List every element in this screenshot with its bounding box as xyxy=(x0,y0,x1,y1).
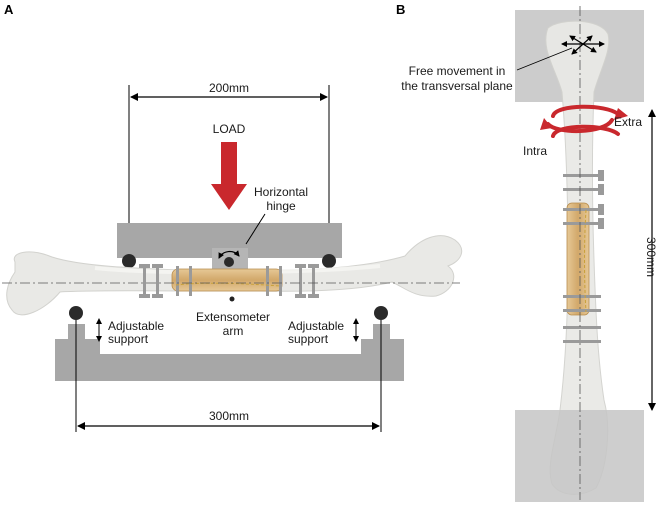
bone-plate-vertical xyxy=(566,202,590,316)
extensometer-label-line2: arm xyxy=(223,324,244,338)
adjustable-support-right-line2: support xyxy=(288,332,329,346)
extensometer-label-line1: Extensometer xyxy=(196,310,270,324)
dimension-300mm-horizontal: 300mm xyxy=(75,320,382,432)
lower-support-frame xyxy=(55,324,404,381)
adjustable-support-left-line2: support xyxy=(108,332,149,346)
bone-plate xyxy=(171,268,283,292)
plate-screws-vertical xyxy=(563,170,604,343)
dimension-200mm-label: 200mm xyxy=(209,81,249,95)
hinge-rotation-icon xyxy=(218,250,240,259)
lower-roller-right xyxy=(374,306,388,320)
bottom-clamp xyxy=(515,410,644,502)
adjustable-support-right-line1: Adjustable xyxy=(288,319,344,333)
plate-screws-left xyxy=(139,264,192,298)
free-movement-label-line2: the transversal plane xyxy=(401,79,513,93)
upper-roller-right xyxy=(322,254,336,268)
free-movement-cross-icon xyxy=(561,35,605,55)
rotation-extra-label: Extra xyxy=(614,115,642,129)
rotation-arrows-icon xyxy=(546,104,620,138)
extensometer-marker xyxy=(229,296,235,302)
hinge-leader-line xyxy=(245,213,266,245)
hinge-label-line2: hinge xyxy=(266,199,296,213)
hinge-pin xyxy=(224,257,234,267)
dimension-300mm-vertical: 300mm xyxy=(644,109,658,411)
free-movement-label-line1: Free movement in xyxy=(409,64,506,78)
lower-roller-left xyxy=(69,306,83,320)
rotation-intra-arrowhead xyxy=(540,118,552,130)
rotation-intra-label: Intra xyxy=(523,144,547,158)
panel-b-label: B xyxy=(396,2,405,17)
upper-roller-left xyxy=(122,254,136,268)
load-label: LOAD xyxy=(213,122,246,136)
dimension-300mm-vertical-label: 300mm xyxy=(644,237,658,277)
plate-screws-right xyxy=(266,264,319,298)
adjustable-support-left-line1: Adjustable xyxy=(108,319,164,333)
dimension-300mm-horizontal-label: 300mm xyxy=(209,409,249,423)
hinge-label-line1: Horizontal xyxy=(254,185,308,199)
load-arrow-icon xyxy=(211,142,247,210)
panel-a-label: A xyxy=(4,2,14,17)
free-movement-leader-line xyxy=(516,47,573,71)
rotation-extra-arrowhead xyxy=(614,108,628,120)
